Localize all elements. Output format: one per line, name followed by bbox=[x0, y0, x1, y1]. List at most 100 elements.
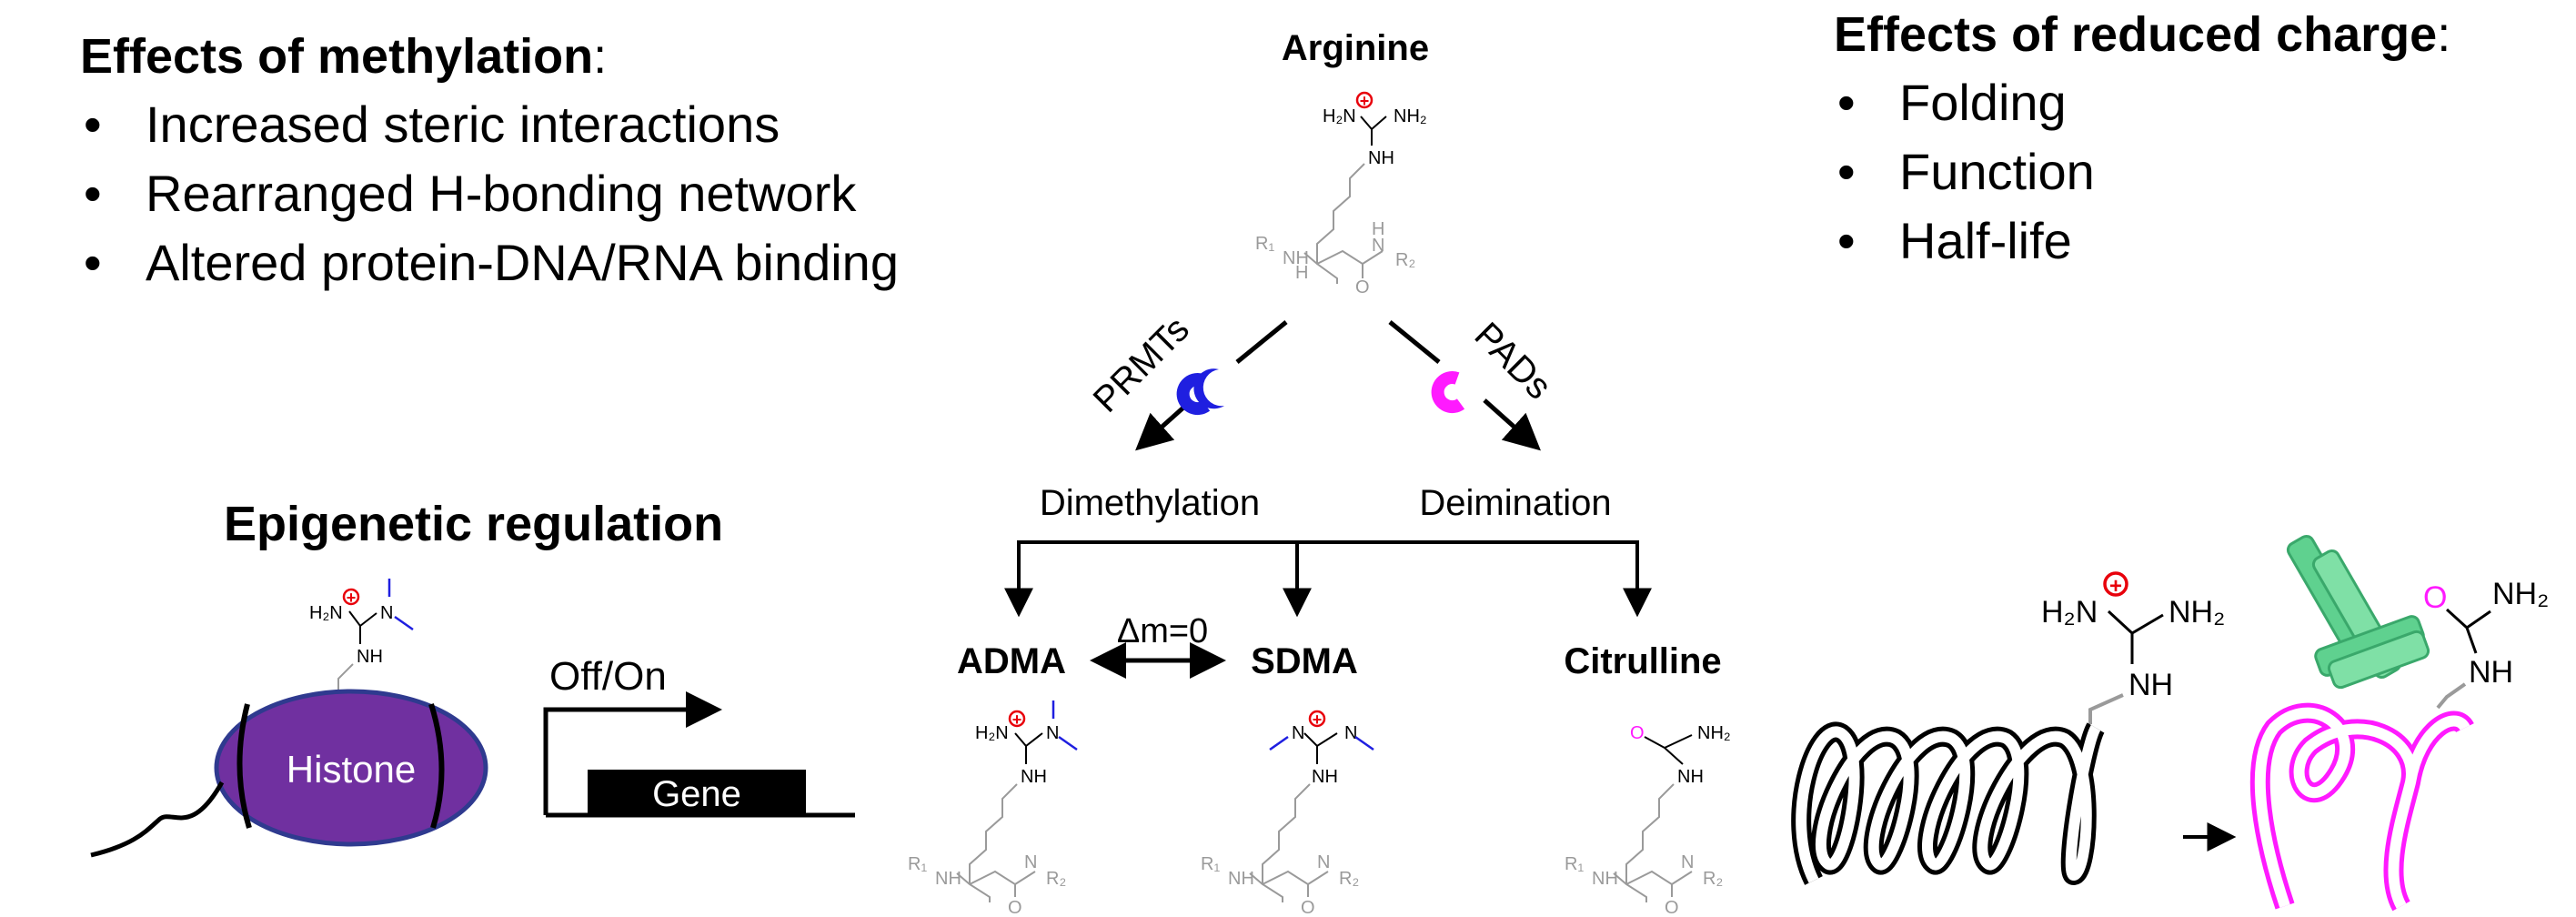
positive-charge-icon bbox=[1355, 91, 1374, 109]
guanidino-bonds bbox=[2107, 610, 2164, 664]
side-chain-bonds bbox=[1316, 163, 1365, 284]
positive-charge-icon bbox=[342, 588, 360, 606]
methylation-title: Effects of methylation: bbox=[80, 29, 607, 84]
histone-label: Histone bbox=[287, 748, 416, 791]
methyl-groups bbox=[387, 579, 414, 631]
mass-difference-label: Δm=0 bbox=[1117, 612, 1208, 650]
bullet-item: Rearranged H-bonding network bbox=[146, 165, 857, 222]
antibody-icon bbox=[2286, 534, 2430, 690]
histone-methyl-arginine: + H₂N N NH bbox=[309, 579, 414, 697]
r1-label: R₁ bbox=[1255, 234, 1274, 254]
bullet-dot: • bbox=[1837, 212, 1856, 269]
histone-icon bbox=[214, 689, 488, 847]
nitrogen-label: N bbox=[1292, 723, 1304, 743]
amine-label: NH bbox=[357, 647, 383, 667]
unfolded-loop bbox=[2254, 707, 2470, 909]
citrulline-structure: O NH₂ NH R₁ NH O N R₂ bbox=[1565, 723, 1731, 917]
amine-label: NH₂ bbox=[2168, 595, 2225, 630]
charge-sign: + bbox=[347, 589, 357, 607]
bullet-item: Function bbox=[1899, 143, 2095, 200]
folding-panel: + H₂N NH₂ NH O NH₂ NH bbox=[1791, 534, 2549, 912]
charge-sign: + bbox=[2109, 574, 2122, 599]
methyl-groups bbox=[1052, 700, 1078, 751]
dimethylation-label: Dimethylation bbox=[1040, 483, 1260, 523]
reduced-charge-bullet-list: • Folding • Function • Half-life bbox=[1837, 74, 2095, 269]
positive-charge-icon bbox=[2103, 571, 2128, 597]
bullet-item: Altered protein-DNA/RNA binding bbox=[146, 234, 899, 291]
amine-label: NH bbox=[1021, 767, 1047, 787]
arginine-structure: Arginine + H₂N NH₂ NH R₁ NH H O H N R₂ bbox=[1255, 28, 1429, 297]
urea-bonds bbox=[2445, 608, 2491, 654]
r2-label: R₂ bbox=[1703, 869, 1723, 889]
reduced-charge-effects-panel: Effects of reduced charge: • Folding • F… bbox=[1834, 7, 2450, 269]
branch-line bbox=[1235, 320, 1288, 364]
nitrogen-label: N bbox=[1344, 723, 1357, 743]
product-arrows bbox=[1004, 540, 1652, 618]
urea-bonds bbox=[1644, 734, 1693, 765]
oxygen-label: O bbox=[1301, 898, 1315, 917]
amine-label: NH bbox=[1283, 248, 1309, 268]
citrulline-label: Citrulline bbox=[1564, 641, 1721, 681]
nitrogen-label: N bbox=[1046, 723, 1059, 743]
r2-label: R₂ bbox=[1339, 869, 1359, 889]
amine-label: NH bbox=[2469, 655, 2513, 690]
nitrogen-label: N bbox=[380, 603, 393, 623]
folded-helix bbox=[1796, 724, 2101, 883]
guanidino-bonds bbox=[1014, 732, 1043, 764]
bullet-item: Half-life bbox=[1899, 212, 2072, 269]
side-chain-bonds bbox=[2088, 693, 2124, 724]
bullet-dot: • bbox=[84, 165, 102, 222]
oxygen-label: O bbox=[2423, 580, 2447, 615]
pad-branch: PADs bbox=[1388, 315, 1559, 451]
sdma-structure: + N N NH R₁ NH O N R₂ bbox=[1201, 710, 1374, 917]
backbone-bonds bbox=[1613, 783, 1693, 902]
backbone-bonds bbox=[1303, 249, 1384, 278]
prmt-enzyme-icon bbox=[1176, 373, 1211, 416]
bullet-dot: • bbox=[1837, 143, 1856, 200]
antibody-chain bbox=[2327, 630, 2430, 690]
citrulline-side: O NH₂ NH bbox=[2423, 577, 2549, 710]
guanidino-bonds bbox=[348, 610, 377, 644]
adma-label: ADMA bbox=[957, 641, 1066, 681]
hydrogen-label: H bbox=[1295, 263, 1308, 283]
pad-enzyme-icon bbox=[1431, 371, 1465, 414]
nitrogen-label: N bbox=[1024, 852, 1037, 872]
r2-label: R₂ bbox=[1395, 250, 1415, 270]
side-chain-bonds bbox=[2436, 682, 2467, 710]
amine-label: NH bbox=[935, 869, 961, 889]
charged-arginine-side: + H₂N NH₂ NH bbox=[2041, 571, 2225, 724]
amine-label: NH₂ bbox=[1394, 106, 1427, 126]
deimination-label: Deimination bbox=[1419, 483, 1611, 523]
amine-label: H₂N bbox=[1323, 106, 1356, 126]
off-on-label: Off/On bbox=[549, 654, 667, 699]
transcription-switch-arrow bbox=[543, 691, 722, 815]
epigenetic-title: Epigenetic regulation bbox=[224, 497, 723, 551]
guanidino-bonds bbox=[1360, 116, 1387, 146]
amine-label: NH bbox=[1228, 869, 1254, 889]
nitrogen-label: N bbox=[1317, 852, 1330, 872]
gene-label: Gene bbox=[652, 774, 741, 814]
amine-label: NH bbox=[2128, 668, 2173, 702]
r1-label: R₁ bbox=[1201, 854, 1220, 874]
charge-sign: + bbox=[1360, 92, 1370, 110]
methyl-groups bbox=[1269, 735, 1374, 751]
bullet-item: Increased steric interactions bbox=[146, 96, 780, 153]
methylation-bullet-list: • Increased steric interactions • Rearra… bbox=[84, 96, 899, 291]
amine-label: NH₂ bbox=[1697, 723, 1731, 743]
amine-label: NH bbox=[1368, 148, 1394, 168]
bullet-dot: • bbox=[84, 234, 102, 291]
histone-tail bbox=[90, 781, 225, 858]
amine-label: NH₂ bbox=[2492, 577, 2549, 611]
hydrogen-label: H bbox=[1372, 219, 1384, 239]
charge-sign: + bbox=[1012, 710, 1022, 729]
prmt-branch: PRMTs bbox=[1086, 309, 1288, 451]
amine-label: NH bbox=[1677, 767, 1704, 787]
epigenetic-panel: Epigenetic regulation + H₂N N NH Histone… bbox=[90, 497, 855, 858]
positive-charge-icon bbox=[1308, 710, 1326, 728]
backbone-bonds bbox=[1249, 783, 1329, 902]
pad-label: PADs bbox=[1467, 315, 1559, 407]
arginine-label: Arginine bbox=[1282, 28, 1429, 68]
reduced-charge-title: Effects of reduced charge: bbox=[1834, 7, 2450, 62]
nitrogen-label: N bbox=[1681, 852, 1694, 872]
